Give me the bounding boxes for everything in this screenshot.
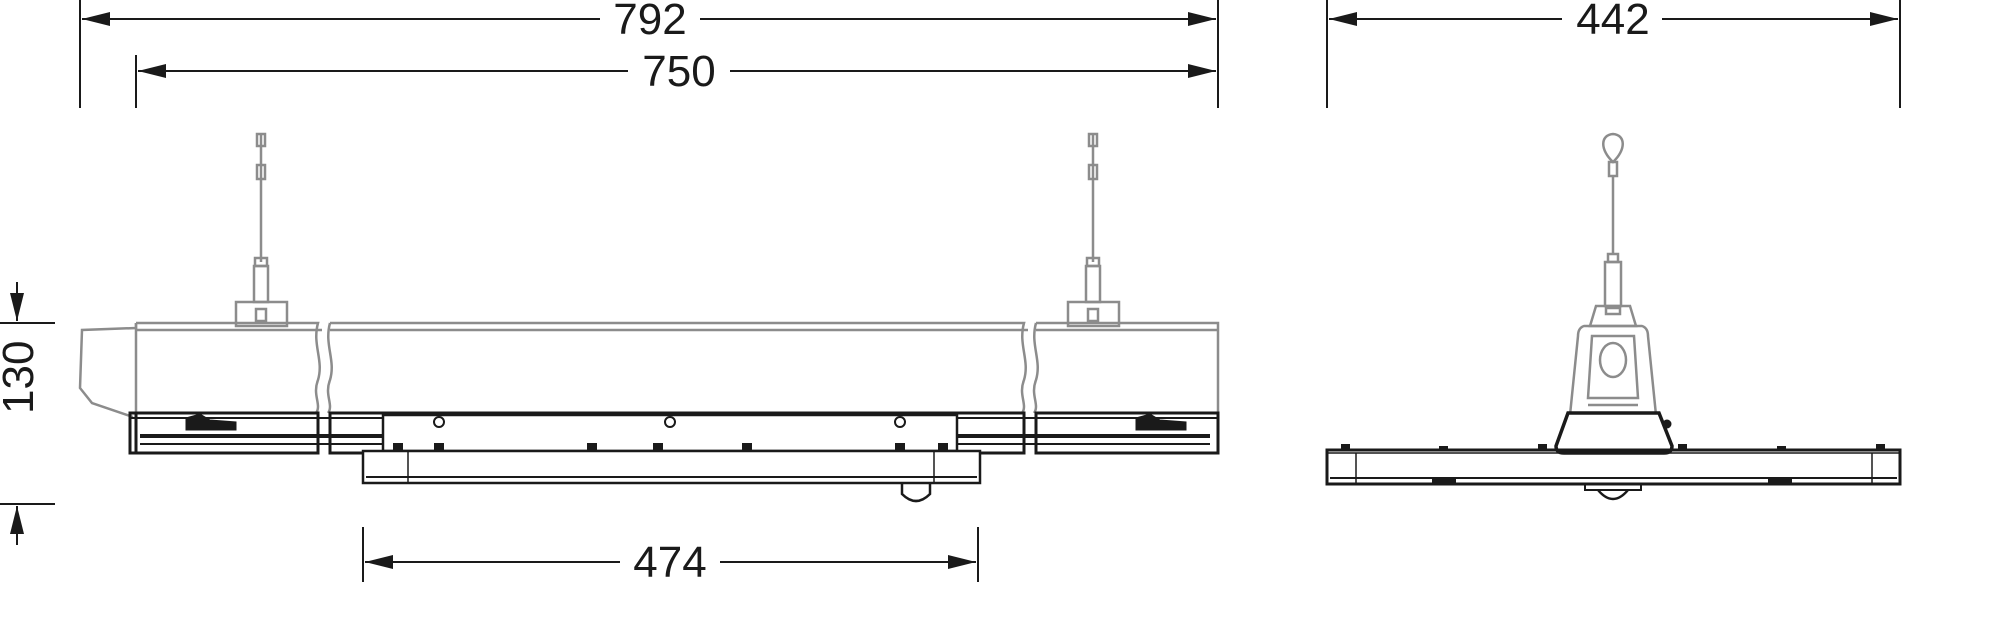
base-bar [1325,411,1902,501]
suspension-hanger-right [1066,132,1121,328]
dimension-label-474: 474 [633,538,706,587]
dimension-label-130: 130 [0,341,43,414]
luminaire-end-view [1325,132,1902,501]
gear-tray [361,413,982,503]
end-cap [78,323,138,419]
dimension-label-750: 750 [642,47,715,96]
dimension-overall-length: 792 [82,0,1216,44]
dimension-width: 442 [1329,0,1898,44]
suspension-hanger-left [234,132,289,328]
dimension-height: 130 [0,282,43,545]
dimension-label-792: 792 [613,0,686,44]
sensor [900,483,932,503]
dimension-label-442: 442 [1576,0,1649,44]
control-housing [1568,324,1658,417]
sensor [1597,489,1629,501]
dimension-mounting-length: 750 [138,47,1216,96]
housing [134,321,1220,414]
luminaire-side-view [78,132,1220,503]
dimension-gear-tray-length: 474 [365,538,976,587]
suspension-cable-eye [1588,132,1638,328]
extension-lines [0,0,1901,582]
